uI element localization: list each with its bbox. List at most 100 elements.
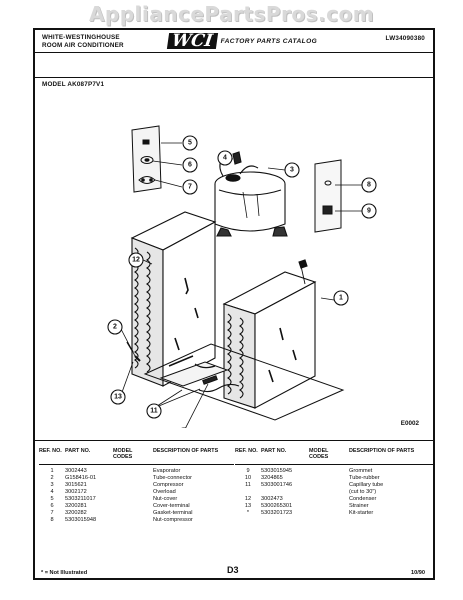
- header-ref-no: REF. NO.: [39, 448, 65, 465]
- header-part-no: PART NO.: [65, 448, 113, 465]
- description-cell: Cover-terminal: [153, 502, 190, 509]
- ref-no-cell: 9: [246, 468, 250, 474]
- brand-block: WHITE-WESTINGHOUSE ROOM AIR CONDITIONER: [42, 34, 124, 50]
- ref-no-cell: 8: [50, 516, 54, 523]
- model-codes-cell: [309, 503, 349, 510]
- ref-no-cell: 7: [50, 509, 54, 516]
- callout-7: 7: [182, 179, 198, 195]
- header-description: DESCRIPTION OF PARTS: [153, 448, 234, 465]
- part-no-cell: 5303201723: [261, 509, 293, 516]
- callout-2: 2: [107, 319, 123, 335]
- part-no-cell: 5300265301: [261, 502, 293, 509]
- description-cell: Nut-cover: [153, 495, 178, 502]
- parts-table-header: REF. NO. PART NO. MODEL CODES DESCRIPTIO…: [235, 448, 433, 465]
- svg-text:1: 1: [339, 295, 343, 302]
- model-codes-cell: [113, 465, 153, 475]
- part-no-cell: G158416-01: [65, 474, 97, 481]
- watermark: AppliancePartsPros.com: [88, 2, 375, 26]
- svg-text:5: 5: [188, 140, 192, 147]
- model-codes-cell: [113, 517, 153, 524]
- leader-lines: [120, 142, 362, 432]
- table-rule: [35, 440, 433, 441]
- callout-12: 12: [128, 252, 144, 268]
- parts-table-header: REF. NO. PART NO. MODEL CODES DESCRIPTIO…: [39, 448, 234, 465]
- part-no-cell: 5303211017: [65, 495, 96, 502]
- model-codes-cell: [309, 496, 349, 503]
- svg-text:6: 6: [188, 162, 192, 169]
- model-codes-cell: [309, 482, 349, 489]
- ref-no-cell: 1: [50, 468, 54, 474]
- description-cell: Grommet: [349, 468, 373, 474]
- callout-5: 5: [182, 135, 198, 151]
- grommet-parts-illustration: [314, 159, 342, 233]
- svg-text:8: 8: [367, 182, 371, 189]
- callout-3: 3: [284, 162, 300, 178]
- model-codes-cell: [309, 465, 349, 475]
- svg-text:13: 13: [114, 394, 122, 401]
- description-cell: (cut to 30"): [349, 488, 377, 495]
- doc-number: LW34090380: [385, 35, 425, 42]
- page-number: D3: [227, 565, 239, 575]
- callout-9: 9: [361, 203, 377, 219]
- svg-text:7: 7: [188, 184, 192, 191]
- header-ref-no: REF. NO.: [235, 448, 261, 465]
- evaporator-illustration: [222, 259, 317, 409]
- part-no-cell: 3200282: [65, 509, 87, 516]
- svg-text:11: 11: [150, 408, 158, 415]
- svg-text:2: 2: [113, 324, 117, 331]
- catalog-title: FACTORY PARTS CATALOG: [220, 37, 318, 45]
- parts-row: 8 5303015948 Nut-compressor: [39, 517, 234, 524]
- part-no-cell: 5303015948: [65, 516, 97, 523]
- wci-logo: WCI: [166, 31, 218, 51]
- exploded-diagram: 1 2 3 4 5 6 7 8 9: [35, 88, 437, 443]
- ref-no-cell: [235, 489, 261, 496]
- svg-text:3: 3: [290, 167, 294, 174]
- description-cell: Nut-compressor: [153, 516, 193, 523]
- part-no-cell: [261, 489, 309, 496]
- model-codes-cell: [113, 489, 153, 496]
- model-codes-cell: [113, 475, 153, 482]
- model-number: MODEL AK087P7V1: [42, 81, 105, 88]
- brand-line-2: ROOM AIR CONDITIONER: [42, 42, 124, 49]
- catalog-header: WCI FACTORY PARTS CATALOG: [166, 31, 318, 51]
- ref-no-cell: 4: [50, 488, 54, 495]
- ref-no-cell: 13: [244, 502, 252, 509]
- part-no-cell: 5303015945: [261, 468, 293, 474]
- header-part-no: PART NO.: [261, 448, 309, 465]
- callout-1: 1: [333, 290, 349, 306]
- figure-code: E0002: [400, 420, 419, 427]
- model-codes-cell: [309, 489, 349, 496]
- ref-no-cell: 2: [50, 474, 54, 481]
- callout-8: 8: [361, 177, 377, 193]
- condenser-illustration: [130, 211, 217, 387]
- part-no-cell: 3002473: [261, 495, 283, 502]
- description-cell: Compressor: [153, 481, 184, 488]
- diagram-svg: 1 2 3 4 5 6 7 8 9: [107, 125, 377, 443]
- parts-row: (cut to 30"): [235, 489, 433, 496]
- catalog-page: WHITE-WESTINGHOUSE ROOM AIR CONDITIONER …: [33, 28, 435, 580]
- svg-text:12: 12: [132, 257, 140, 264]
- compressor-illustration: [214, 151, 288, 237]
- callout-6: 6: [182, 157, 198, 173]
- model-codes-cell: [113, 482, 153, 489]
- header-description: DESCRIPTION OF PARTS: [349, 448, 433, 465]
- description-cell: Condenser: [349, 495, 377, 502]
- header-rule: [35, 52, 433, 53]
- revision-date: 10/90: [411, 570, 425, 576]
- model-codes-cell: [309, 475, 349, 482]
- model-codes-cell: [113, 503, 153, 510]
- not-illustrated-note: * = Not Illustrated: [41, 570, 88, 576]
- description-cell: Evaporator: [153, 468, 181, 474]
- ref-no-cell: 6: [50, 502, 54, 509]
- part-no-cell: 3015621: [65, 481, 87, 488]
